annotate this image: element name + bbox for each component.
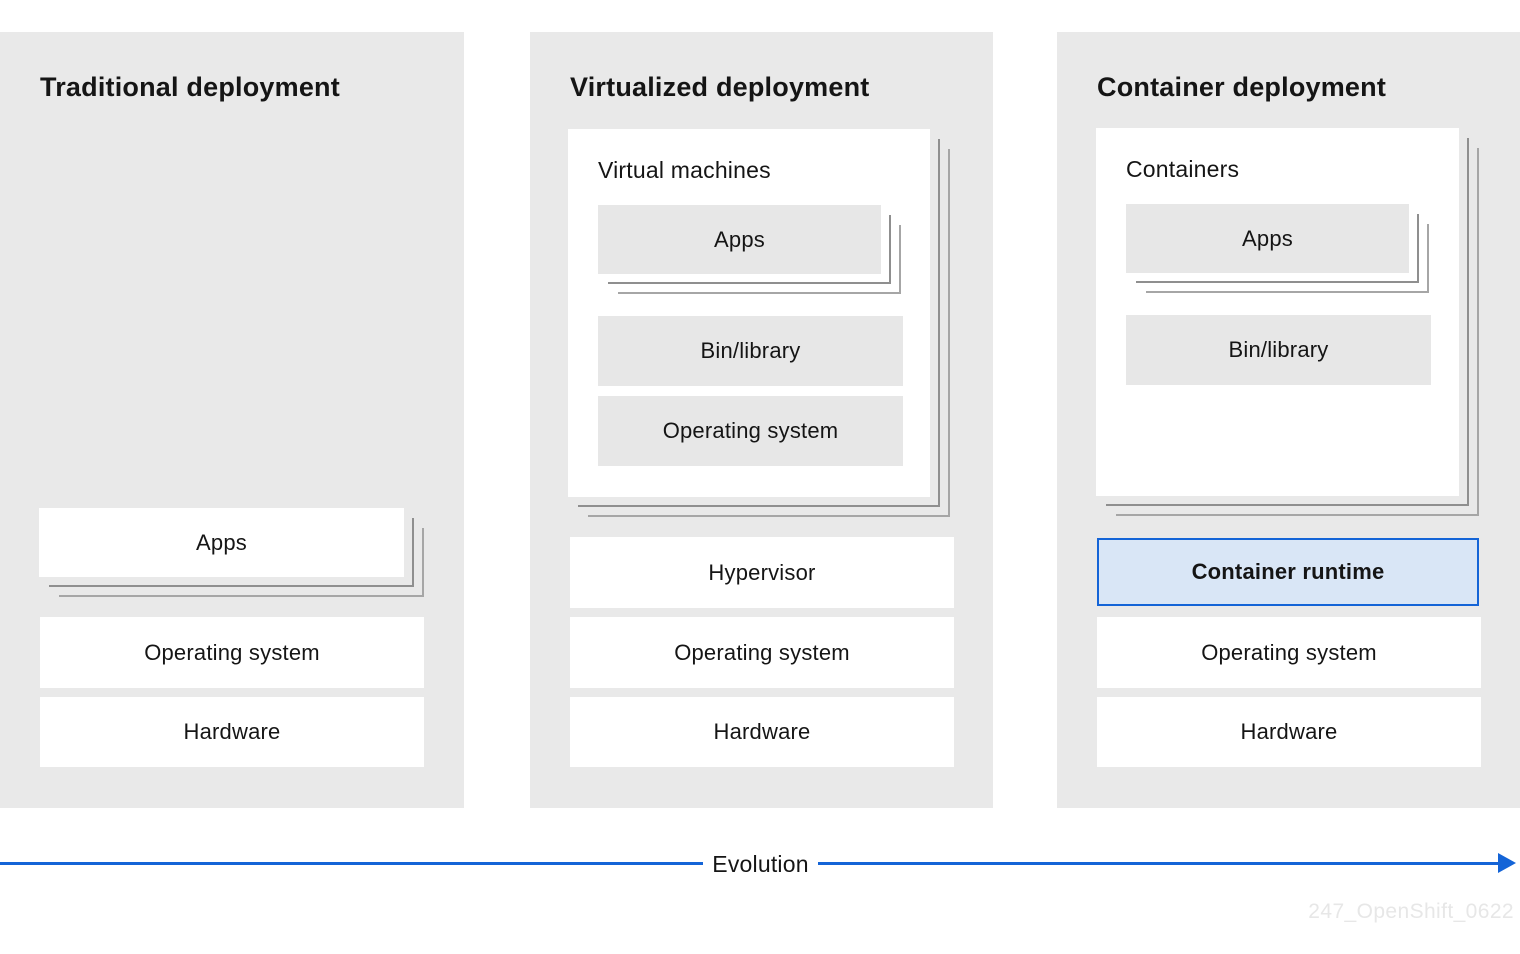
operating-system-box: Operating system bbox=[40, 617, 424, 688]
container-runtime-box: Container runtime bbox=[1097, 538, 1479, 606]
stack-shadow bbox=[608, 215, 891, 284]
hardware-box: Hardware bbox=[1097, 697, 1481, 767]
stack-shadow bbox=[1146, 224, 1429, 293]
arrow-head-icon bbox=[1498, 853, 1516, 873]
containers-label: Containers bbox=[1126, 156, 1240, 182]
panel-title: Traditional deployment bbox=[40, 72, 340, 102]
stack-shadow bbox=[49, 518, 414, 587]
stack-shadow bbox=[59, 528, 424, 597]
apps-box: Apps bbox=[39, 508, 404, 577]
hardware-box: Hardware bbox=[570, 697, 954, 767]
panel-traditional: Traditional deployment Apps Operating sy… bbox=[0, 32, 464, 808]
bin-library-box: Bin/library bbox=[598, 316, 903, 386]
operating-system-box: Operating system bbox=[570, 617, 954, 688]
apps-stack: Apps bbox=[1126, 204, 1429, 293]
virtual-machines-label: Virtual machines bbox=[598, 157, 771, 183]
stack-shadow bbox=[618, 225, 901, 294]
guest-operating-system-box: Operating system bbox=[598, 396, 903, 466]
panel-virtualized: Virtualized deployment Virtual machines … bbox=[530, 32, 993, 808]
panel-title: Container deployment bbox=[1097, 72, 1387, 102]
apps-stack: Apps bbox=[598, 205, 901, 294]
stack-shadow bbox=[1136, 214, 1419, 283]
stack-shadow bbox=[578, 139, 940, 507]
bin-library-box: Bin/library bbox=[1126, 315, 1431, 385]
evolution-line-right bbox=[818, 862, 1498, 865]
evolution-line-left bbox=[0, 862, 703, 865]
evolution-label: Evolution bbox=[712, 851, 809, 877]
watermark: 247_OpenShift_0622 bbox=[1308, 900, 1514, 923]
operating-system-box: Operating system bbox=[1097, 617, 1481, 688]
hypervisor-box: Hypervisor bbox=[570, 537, 954, 608]
apps-stack: Apps bbox=[39, 508, 424, 597]
containers-stack: Containers Apps Bin/library bbox=[1096, 128, 1479, 516]
apps-box: Apps bbox=[1126, 204, 1409, 273]
containers-box: Containers Apps Bin/library bbox=[1096, 128, 1459, 496]
hardware-box: Hardware bbox=[40, 697, 424, 767]
stack-shadow bbox=[588, 149, 950, 517]
stack-shadow bbox=[1116, 148, 1479, 516]
stack-shadow bbox=[1106, 138, 1469, 506]
panel-title: Virtualized deployment bbox=[570, 72, 870, 102]
panel-container: Container deployment Containers Apps Bin… bbox=[1057, 32, 1520, 808]
apps-box: Apps bbox=[598, 205, 881, 274]
virtual-machine-stack: Virtual machines Apps Bin/library Operat… bbox=[568, 129, 950, 517]
virtual-machine-box: Virtual machines Apps Bin/library Operat… bbox=[568, 129, 930, 497]
